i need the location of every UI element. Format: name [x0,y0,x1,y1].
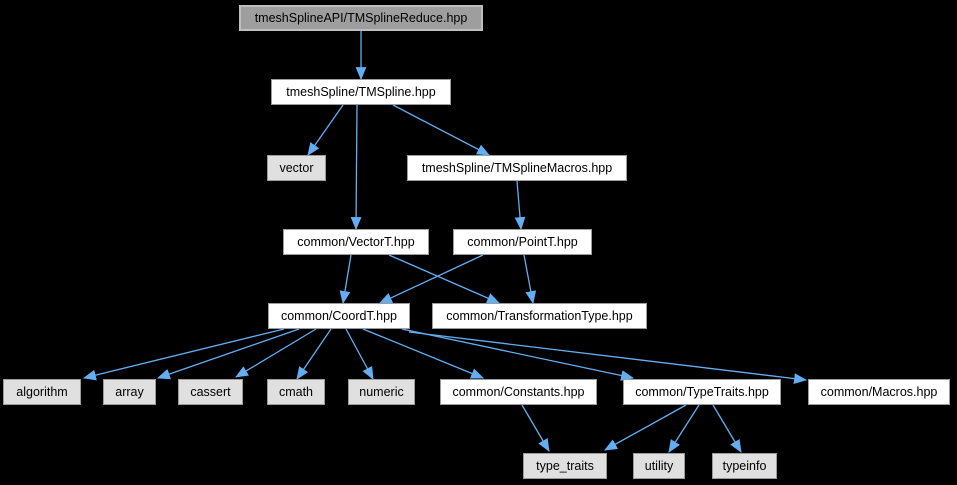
node-array: array [103,379,156,405]
edge-tmsplinemacros-to-pointt [514,180,526,231]
node-vector: vector [267,155,326,181]
edge-tmspline-to-vectort [350,104,362,231]
node-tmspline[interactable]: tmeshSpline/TMSpline.hpp [271,79,451,105]
node-transformationtype[interactable]: common/TransformationType.hpp [432,303,647,329]
edge-coordt-to-cmath [296,328,332,380]
node-typetraits[interactable]: common/TypeTraits.hpp [623,379,781,405]
node-pointt[interactable]: common/PointT.hpp [453,229,592,255]
edge-coordt-to-constants [362,328,485,379]
node-tmsplinemacros[interactable]: tmeshSpline/TMSplineMacros.hpp [407,155,627,181]
edge-coordt-to-numeric [345,328,374,380]
edge-coordt-to-algorithm [82,328,285,381]
edge-tmspline-to-vector [307,104,344,156]
node-numeric: numeric [348,379,415,405]
node-type_traits: type_traits [523,453,607,479]
node-typeinfo: typeinfo [712,453,777,479]
edge-pointt-to-coordt [379,254,484,304]
node-tmsplinereduce: tmeshSplineAPI/TMSplineReduce.hpp [239,5,483,31]
edge-coordt-to-macros [408,331,808,384]
node-constants[interactable]: common/Constants.hpp [440,379,597,405]
node-cassert: cassert [178,379,243,405]
edge-typetraits-to-type_traits [604,404,687,451]
node-coordt[interactable]: common/CoordT.hpp [268,303,410,329]
edge-vectort-to-transformationtype [388,254,500,304]
edge-coordt-to-array [156,328,300,380]
edge-coordt-to-typetraits [401,328,635,381]
edge-typetraits-to-typeinfo [712,404,742,453]
node-cmath: cmath [267,379,325,405]
node-vectort[interactable]: common/VectorT.hpp [283,229,429,255]
node-utility: utility [633,453,685,479]
edge-pointt-to-transformationtype [523,254,537,305]
node-algorithm: algorithm [3,379,81,405]
edge-typetraits-to-utility [668,404,700,453]
edge-constants-to-type_traits [521,404,550,452]
node-macros[interactable]: common/Macros.hpp [808,379,950,405]
edge-vectort-to-coordt [339,254,352,305]
edge-coordt-to-cassert [235,328,317,378]
edge-tmspline-to-tmsplinemacros [392,104,490,156]
